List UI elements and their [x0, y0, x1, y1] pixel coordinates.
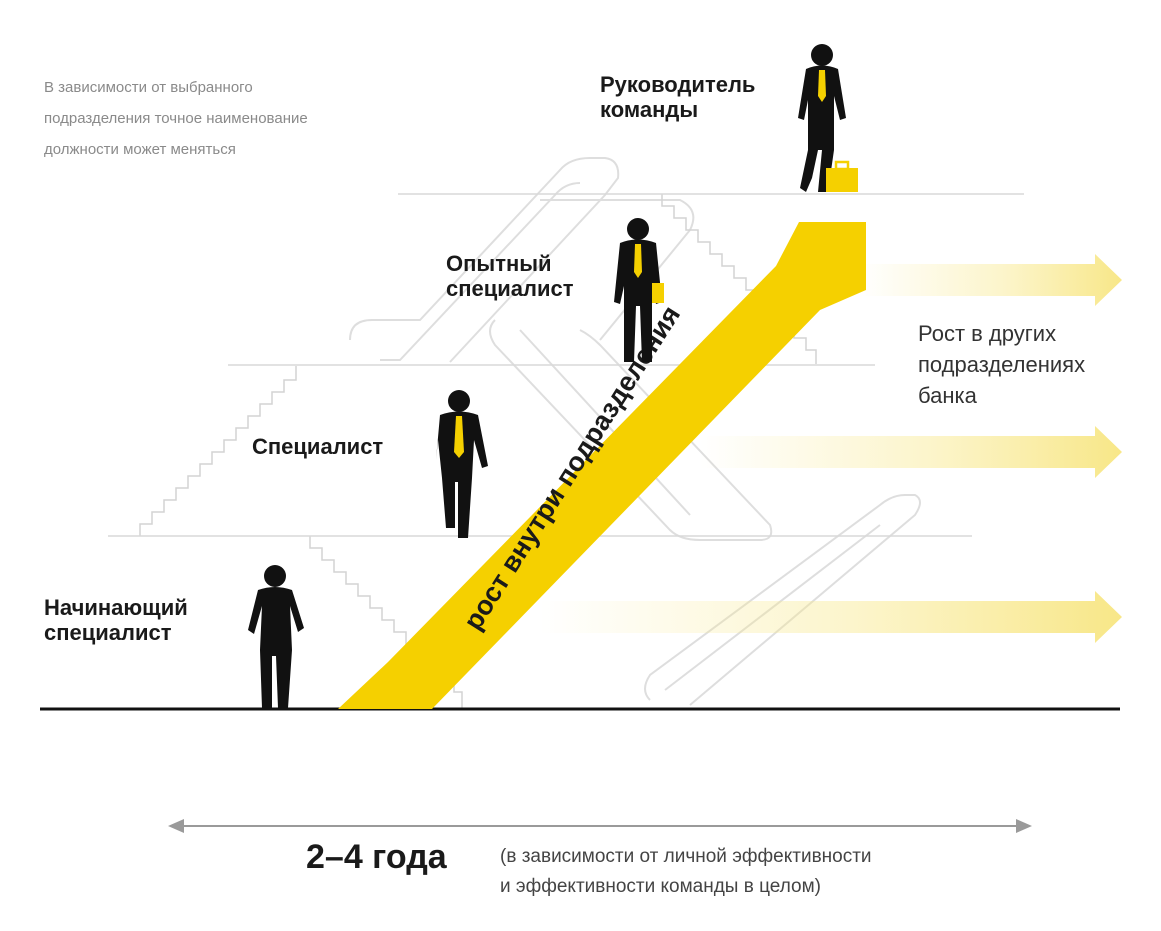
level-label-experienced: Опытный специалист: [446, 251, 574, 301]
level-label-team-lead: Руководитель команды: [600, 72, 756, 122]
note-line: подразделения точное наименование: [44, 110, 308, 127]
other-departments-growth-label: Рост в других подразделениях банка: [918, 321, 1086, 408]
side-arrow-middle: [700, 426, 1122, 478]
person-junior: [248, 565, 304, 708]
position-name-note: В зависимости от выбранного подразделени…: [44, 72, 404, 165]
level-label-junior: Начинающий специалист: [44, 595, 188, 645]
person-experienced: [614, 218, 664, 362]
note-line: В зависимости от выбранного: [44, 79, 253, 96]
side-arrow-top: [860, 254, 1122, 306]
side-arrows: [540, 254, 1122, 643]
person-specialist: [436, 390, 488, 538]
side-arrow-bottom: [540, 591, 1122, 643]
level-label-specialist: Специалист: [252, 434, 384, 459]
briefcase-icon: [826, 160, 858, 192]
duration-value: 2–4 года: [306, 838, 447, 876]
person-team-lead: [798, 44, 858, 192]
duration-note: (в зависимости от личной эффективности и…: [500, 846, 872, 897]
duration-arrow: [168, 819, 1032, 833]
note-line: должности может меняться: [44, 141, 236, 158]
